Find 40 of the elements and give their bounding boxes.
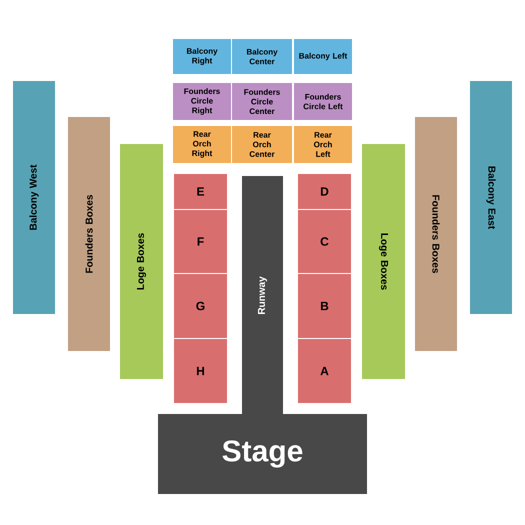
orchestra-section: F	[174, 210, 227, 273]
rear-orch-section: Rear Orch Right	[173, 126, 231, 163]
orchestra-section: G	[174, 274, 227, 338]
balcony-section: Balcony West	[13, 81, 55, 314]
balcony-section: Balcony East	[470, 81, 512, 314]
founders-circle-section: Founders Circle Right	[173, 83, 231, 120]
node-label: D	[320, 187, 328, 196]
node-label: Rear Orch Right	[192, 131, 212, 158]
runway: Runway	[242, 176, 283, 415]
founders-circle-section: Founders Circle Center	[232, 83, 292, 120]
node-label: Runway	[258, 276, 267, 314]
orchestra-section: E	[174, 174, 227, 209]
stage: Stage	[158, 414, 367, 494]
balcony-section: Balcony Right	[173, 39, 231, 74]
rear-orch-section: Rear Orch Left	[294, 126, 352, 163]
node-label: E	[197, 187, 204, 196]
balcony-section: Balcony Left	[294, 39, 352, 74]
node-label: Founders Circle Center	[244, 88, 280, 114]
orchestra-section: D	[298, 174, 351, 209]
balcony-section: Balcony Center	[232, 39, 292, 74]
node-label: Rear Orch Center	[250, 132, 275, 157]
node-label: H	[196, 366, 204, 376]
node-label: B	[320, 302, 328, 310]
node-label: G	[196, 302, 204, 310]
orchestra-section: H	[174, 339, 227, 403]
node-label: C	[320, 237, 329, 246]
founders-circle-section: Founders Circle Left	[294, 83, 352, 120]
orchestra-section: B	[298, 274, 351, 338]
box-section: Founders Boxes	[415, 117, 457, 351]
box-section: Founders Boxes	[68, 117, 110, 351]
box-section: Loge Boxes	[362, 144, 405, 379]
orchestra-section: A	[298, 339, 351, 403]
rear-orch-section: Rear Orch Center	[232, 126, 292, 163]
node-label: Founders Circle Right	[184, 88, 220, 115]
node-label: A	[320, 366, 329, 376]
node-label: Balcony Center	[246, 48, 278, 64]
orchestra-section: C	[298, 210, 351, 273]
node-label: Balcony Right	[186, 48, 218, 66]
box-section: Loge Boxes	[120, 144, 163, 379]
node-label: F	[198, 237, 204, 246]
